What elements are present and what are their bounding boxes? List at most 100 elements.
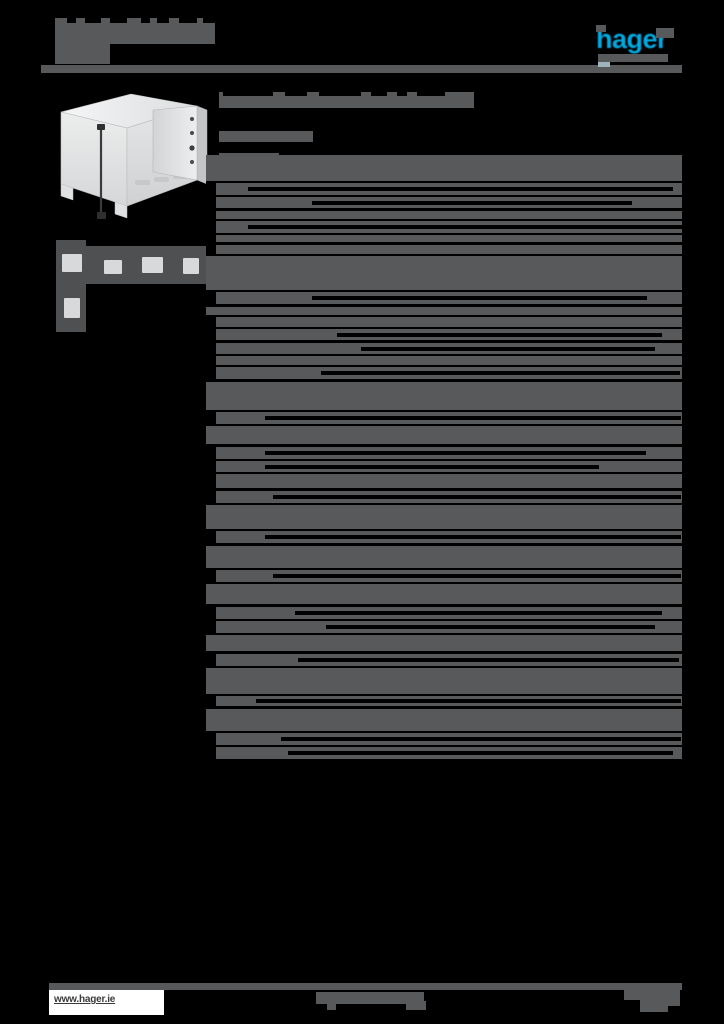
spec-value-redacted	[248, 187, 673, 191]
heading-notch	[397, 92, 407, 96]
footer-center-text-redacted	[406, 1001, 426, 1010]
title-notch	[179, 18, 197, 23]
title-notch	[67, 18, 76, 23]
page-number-notch	[668, 1006, 680, 1012]
spec-row	[206, 461, 682, 472]
spec-row	[206, 155, 682, 181]
heading-notch	[371, 92, 387, 96]
spec-value-redacted	[265, 416, 681, 420]
spec-row	[206, 197, 682, 208]
spec-value-redacted	[337, 333, 662, 337]
spec-row-gap	[206, 254, 682, 256]
spec-row	[206, 412, 682, 424]
spec-row-gap	[206, 195, 682, 197]
spec-row	[206, 256, 682, 290]
spec-row	[206, 235, 682, 242]
spec-row	[206, 668, 682, 694]
product-subheading-redacted	[219, 131, 313, 142]
spec-row-gap	[206, 424, 682, 426]
spec-row-gap	[206, 568, 682, 570]
spec-row-gap	[206, 459, 682, 461]
spec-value-redacted	[312, 201, 632, 205]
spec-row-gap	[206, 233, 682, 235]
spec-row	[206, 382, 682, 410]
spec-row-gap	[206, 666, 682, 668]
spec-row	[206, 221, 682, 233]
title-notch	[203, 18, 217, 23]
brand-strapline-redacted	[598, 54, 668, 62]
spec-row-gap	[206, 731, 682, 733]
spec-row-marker	[206, 654, 216, 666]
spec-row-gap	[206, 543, 682, 546]
product-heading-redacted	[219, 92, 474, 108]
spec-row-gap	[206, 619, 682, 621]
spec-row-marker	[206, 461, 216, 472]
title-notch	[85, 18, 101, 23]
spec-row-marker	[206, 235, 216, 242]
spec-row	[206, 696, 682, 706]
spec-row-gap	[206, 706, 682, 709]
spec-row	[206, 491, 682, 503]
spec-row	[206, 531, 682, 543]
spec-row	[206, 747, 682, 759]
document-subtitle-redacted	[55, 44, 93, 64]
spec-row-gap	[206, 304, 682, 307]
spec-row	[206, 505, 682, 529]
spec-row	[206, 474, 682, 488]
spec-row	[206, 546, 682, 568]
spec-row-marker	[206, 292, 216, 304]
spec-row-gap	[206, 694, 682, 696]
footer-website-link[interactable]: www.hager.ie	[54, 994, 116, 1005]
spec-row	[206, 709, 682, 731]
spec-row-gap	[206, 410, 682, 412]
title-notch	[141, 18, 150, 23]
spec-row-marker	[206, 531, 216, 543]
spec-row-gap	[206, 529, 682, 531]
spec-row-gap	[206, 181, 682, 183]
spec-row-marker	[206, 607, 216, 619]
header-divider	[41, 65, 682, 73]
spec-row-gap	[206, 651, 682, 654]
spec-row-marker	[206, 329, 216, 340]
spec-value-redacted	[256, 699, 681, 703]
spec-row	[206, 245, 682, 254]
spec-row	[206, 426, 682, 444]
spec-row-marker	[206, 356, 216, 365]
spec-row-gap	[206, 379, 682, 382]
spec-row-gap	[206, 503, 682, 505]
spec-row-gap	[206, 604, 682, 607]
logo-mask	[656, 28, 674, 38]
spec-value-redacted	[265, 535, 681, 539]
spec-row	[206, 635, 682, 651]
spec-row-marker	[206, 412, 216, 424]
spec-row	[206, 621, 682, 633]
thumbnail-3[interactable]	[142, 257, 163, 273]
spec-row-gap	[206, 340, 682, 343]
spec-row	[206, 733, 682, 745]
thumbnail-4[interactable]	[183, 258, 199, 274]
thumbnail-5[interactable]	[64, 298, 80, 318]
spec-row	[206, 654, 682, 666]
spec-row-gap	[206, 327, 682, 329]
title-notch	[157, 18, 169, 23]
footer-page-number-redacted	[624, 990, 680, 1012]
enclosure-cabinet-illustration	[60, 93, 208, 219]
spec-row	[206, 607, 682, 619]
spec-value-redacted	[273, 495, 681, 499]
footer-center-text-redacted	[316, 992, 424, 1004]
thumbnail-1[interactable]	[62, 254, 82, 272]
heading-notch	[417, 92, 445, 96]
heading-notch	[285, 92, 307, 96]
spec-row-marker	[206, 474, 216, 488]
spec-row-marker	[206, 491, 216, 503]
spec-row-gap	[206, 745, 682, 747]
product-image-enclosure[interactable]	[57, 88, 209, 228]
specifications-table	[206, 155, 682, 762]
hager-logo: hager	[596, 24, 668, 54]
logo-mask	[596, 25, 606, 32]
spec-value-redacted	[248, 225, 682, 229]
thumbnail-2[interactable]	[104, 260, 122, 274]
spec-value-redacted	[361, 347, 655, 351]
spec-value-redacted	[312, 296, 647, 300]
